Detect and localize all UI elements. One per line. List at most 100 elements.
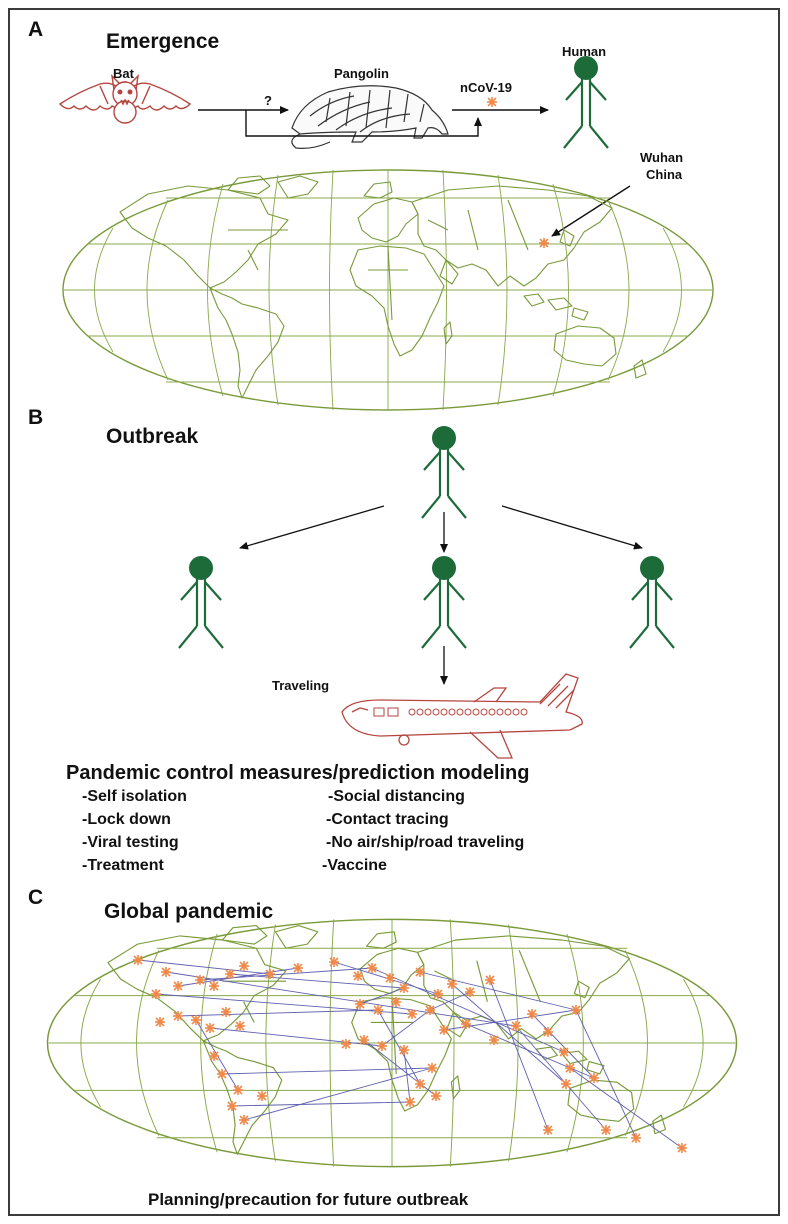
virus-icon	[328, 956, 340, 968]
world-map-icon	[62, 169, 714, 411]
measure-right-4: -Vaccine	[322, 857, 387, 874]
virus-icon	[424, 1004, 436, 1016]
travel-route-line	[489, 979, 549, 1131]
human-icon	[420, 554, 468, 650]
travel-route-line	[371, 967, 565, 1053]
virus-icon	[486, 96, 498, 108]
virus-icon	[358, 1034, 370, 1046]
travel-route-line	[359, 987, 405, 1005]
measure-left-4: -Treatment	[82, 857, 164, 874]
travel-route-line	[515, 1025, 607, 1131]
travel-route-line	[195, 1019, 239, 1091]
virus-icon	[224, 968, 236, 980]
virus-icon	[484, 974, 496, 986]
virus-icon	[560, 1078, 572, 1090]
travel-route-line	[403, 1049, 411, 1103]
human-label: Human	[562, 44, 607, 59]
virus-icon	[208, 980, 220, 992]
virus-icon	[160, 966, 172, 978]
pangolin-label: Pangolin	[334, 66, 389, 81]
virus-icon	[340, 1038, 352, 1050]
virus-icon	[676, 1142, 688, 1154]
virus-icon	[226, 1100, 238, 1112]
virus-icon	[384, 972, 396, 984]
virus-icon	[232, 1084, 244, 1096]
virus-icon	[538, 237, 550, 249]
human-icon	[177, 554, 225, 650]
bat-icon	[58, 74, 192, 124]
virus-icon	[234, 1020, 246, 1032]
travel-route-line	[231, 1101, 411, 1107]
measure-right-2: -Contact tracing	[326, 811, 449, 828]
virus-icon	[238, 1114, 250, 1126]
virus-icon	[150, 988, 162, 1000]
virus-icon	[404, 1096, 416, 1108]
virus-icon	[432, 988, 444, 1000]
virus-icon	[220, 1006, 232, 1018]
virus-icon	[194, 974, 206, 986]
measure-left-3: -Viral testing	[82, 834, 179, 851]
travel-route-line	[451, 983, 567, 1085]
travel-route-line	[419, 971, 577, 1011]
origin-label-city: Wuhan	[640, 150, 684, 165]
figure-frame	[8, 8, 780, 1216]
pangolin-icon	[291, 85, 449, 149]
virus-icon	[292, 962, 304, 974]
virus-icon	[190, 1014, 202, 1026]
footer-note: Planning/precaution for future outbreak	[148, 1190, 469, 1209]
bat-label: Bat	[113, 66, 134, 81]
travel-route-line	[177, 1009, 379, 1017]
origin-label-country: China	[646, 167, 683, 182]
virus-icon	[426, 1062, 438, 1074]
virus-icon	[630, 1132, 642, 1144]
travel-route-line	[531, 1013, 595, 1079]
virus-icon	[216, 1068, 228, 1080]
traveling-label: Traveling	[272, 678, 330, 693]
virus-icon	[238, 960, 250, 972]
airplane-icon	[341, 673, 583, 759]
virus-icon	[172, 980, 184, 992]
virus-icon	[600, 1124, 612, 1136]
virus-icon	[406, 1008, 418, 1020]
unknown-host-label: ?	[264, 93, 272, 108]
virus-icon	[390, 996, 402, 1008]
travel-route-line	[243, 1067, 433, 1121]
world-map-icon	[46, 918, 738, 1168]
virus-icon	[488, 1034, 500, 1046]
panel-c-title: Global pandemic	[104, 900, 274, 923]
virus-icon	[570, 1004, 582, 1016]
virus-icon	[366, 962, 378, 974]
virus-icon	[526, 1008, 538, 1020]
travel-route-line	[165, 971, 517, 1027]
virus-icon	[376, 1040, 388, 1052]
virus-icon	[542, 1124, 554, 1136]
panel-a-letter: A	[28, 18, 44, 41]
virus-icon	[558, 1046, 570, 1058]
measure-left-2: -Lock down	[82, 811, 171, 828]
virus-icon	[354, 998, 366, 1010]
virus-icon	[588, 1072, 600, 1084]
measure-right-1: -Social distancing	[328, 788, 465, 805]
virus-label: nCoV-19	[460, 80, 513, 95]
panel-b-letter: B	[28, 406, 44, 429]
travel-route-line	[155, 993, 413, 1015]
travel-route-line	[381, 1009, 431, 1047]
travel-route-line	[229, 973, 405, 989]
virus-icon	[256, 1090, 268, 1102]
virus-icon	[510, 1020, 522, 1032]
virus-icon	[398, 1044, 410, 1056]
virus-icon	[564, 1062, 576, 1074]
human-icon	[562, 54, 610, 150]
panel-b-title: Outbreak	[106, 425, 199, 448]
virus-icon	[352, 970, 364, 982]
travel-route-line	[465, 1023, 595, 1079]
virus-icon	[460, 1018, 472, 1030]
travel-route-line	[199, 967, 373, 981]
virus-icon	[438, 1024, 450, 1036]
virus-icon	[154, 1016, 166, 1028]
virus-icon	[132, 954, 144, 966]
virus-icon	[172, 1010, 184, 1022]
travel-route-line	[363, 1039, 437, 1097]
travel-route-line	[221, 1067, 433, 1075]
